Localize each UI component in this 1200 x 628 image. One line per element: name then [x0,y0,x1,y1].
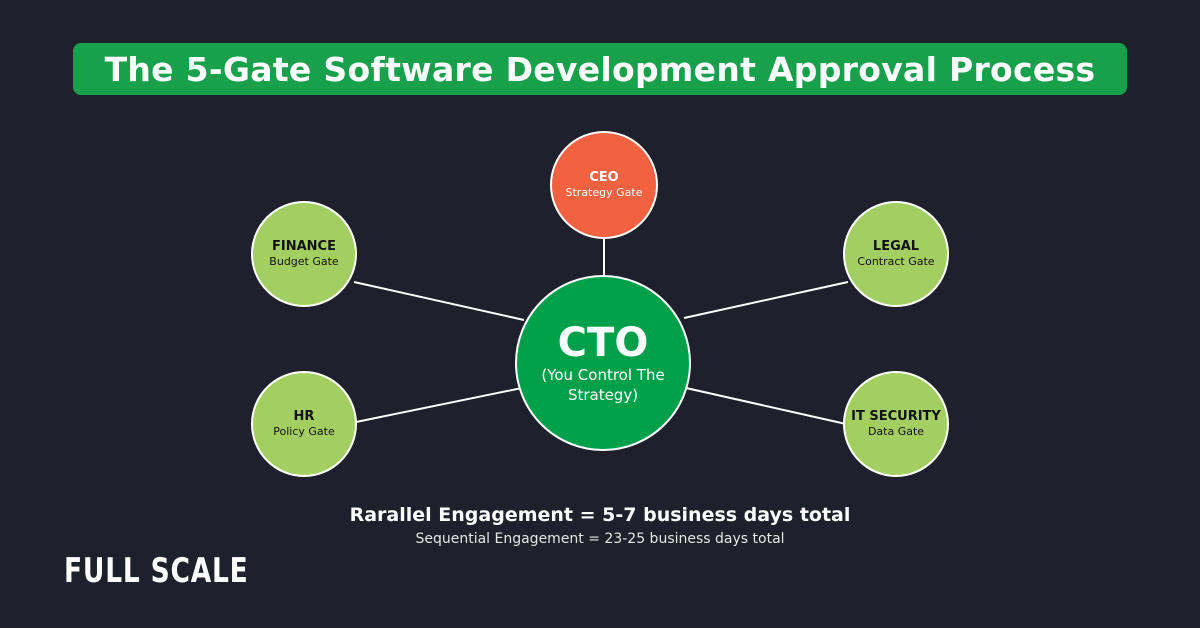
hr-gate-label: Policy Gate [273,425,335,438]
finance-gate-name: FINANCE [272,239,336,254]
it-security-gate-node: IT SECURITY Data Gate [843,371,949,477]
hr-gate-node: HR Policy Gate [251,371,357,477]
ceo-gate-name: CEO [589,170,619,185]
ceo-gate-label: Strategy Gate [565,186,643,199]
finance-gate-node: FINANCE Budget Gate [251,201,357,307]
finance-gate-label: Budget Gate [269,255,339,268]
cto-subtitle: (You Control The Strategy) [541,366,665,404]
it-security-gate-label: Data Gate [867,425,925,438]
ceo-gate-node: CEO Strategy Gate [550,131,658,239]
page-title: The 5-Gate Software Development Approval… [104,49,1096,89]
hr-gate-name: HR [293,409,315,424]
legal-gate-label: Contract Gate [857,255,935,268]
legal-gate-node: LEGAL Contract Gate [843,201,949,307]
cto-name: CTO [557,320,649,366]
cto-center-node: CTO (You Control The Strategy) [515,275,691,451]
connector-finance [353,281,525,321]
sequential-engagement-summary: Sequential Engagement = 23-25 business d… [415,531,785,547]
title-banner: The 5-Gate Software Development Approval… [73,43,1127,95]
legal-gate-name: LEGAL [872,239,920,254]
connector-hr [355,387,523,423]
connector-legal [683,281,849,319]
connector-it-security [685,387,847,425]
full-scale-logo: FULL SCALE [64,551,249,591]
parallel-engagement-summary: Rarallel Engagement = 5-7 business days … [349,504,851,526]
it-security-gate-name: IT SECURITY [851,409,941,424]
